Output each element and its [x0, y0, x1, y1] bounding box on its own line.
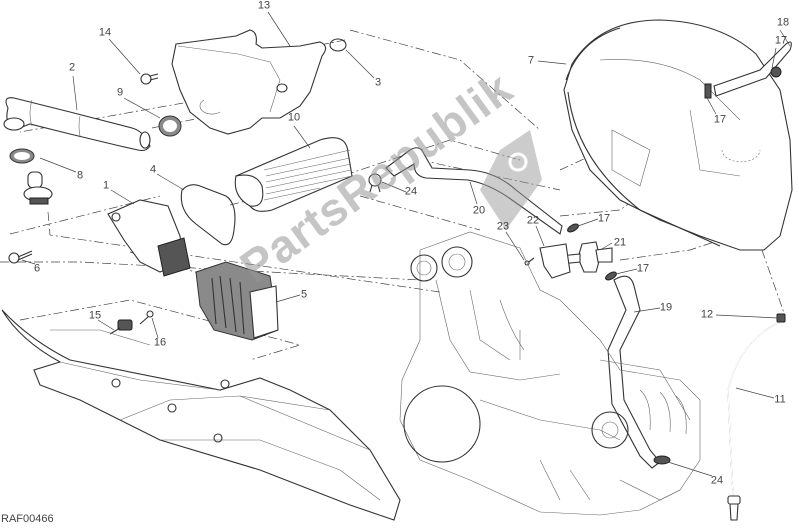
part-18-breather-tube	[713, 41, 792, 97]
callout-16: 16	[153, 336, 167, 349]
callout-18: 18	[776, 16, 790, 29]
part-22-bracket	[539, 243, 571, 279]
part-9-hose-clamp	[158, 115, 182, 137]
callout-12: 12	[700, 308, 714, 321]
callout-6: 6	[33, 262, 41, 275]
part-8-hose-clamp	[9, 148, 35, 164]
part-17-clamp	[704, 66, 782, 99]
part-11-drain-tube	[727, 321, 781, 521]
part-1-intake-manifold	[107, 199, 191, 277]
callout-24: 24	[710, 474, 724, 487]
callout-3: 3	[374, 76, 382, 89]
part-19-hose	[607, 275, 661, 469]
callout-24: 24	[404, 185, 418, 198]
callout-10: 10	[287, 111, 301, 124]
callout-15: 15	[88, 309, 102, 322]
callout-19: 19	[659, 301, 673, 314]
callout-4: 4	[149, 163, 157, 176]
callout-leader-lines	[21, 11, 791, 477]
watermark-gear-icon	[480, 130, 542, 230]
part-14-bolt	[140, 73, 159, 85]
part-3-o-ring	[329, 38, 347, 52]
callout-17: 17	[774, 34, 788, 47]
part-7-airbox	[563, 19, 793, 251]
part-20-hose	[385, 147, 563, 235]
side-air-intake-cover	[1, 309, 401, 521]
part-10-air-filter	[234, 137, 353, 212]
callout-11: 11	[774, 393, 786, 406]
part-4-gasket	[180, 184, 236, 246]
callout-14: 14	[98, 26, 112, 39]
drawing-code: RAF00466	[1, 513, 54, 525]
callout-7: 7	[527, 54, 535, 67]
callout-21: 21	[613, 236, 627, 249]
fitting-with-nut	[23, 171, 53, 205]
callout-8: 8	[76, 169, 84, 182]
callout-1: 1	[102, 179, 110, 192]
callout-9: 9	[116, 86, 124, 99]
callout-17: 17	[713, 113, 727, 126]
part-12-nut	[776, 313, 786, 323]
part-13-breather-tank	[171, 29, 327, 135]
engine-block	[399, 231, 701, 516]
part-17-clamps-valve	[567, 223, 617, 281]
callout-2: 2	[68, 61, 76, 74]
part-2-intake-duct	[3, 97, 151, 152]
part-24-clamp-upper	[368, 173, 382, 193]
callout-23: 23	[496, 220, 510, 233]
callout-17: 17	[597, 212, 611, 225]
callout-22: 22	[526, 214, 540, 227]
part-24-clamp-lower	[653, 455, 671, 465]
part-15-sensor	[109, 319, 133, 335]
callout-13: 13	[257, 0, 271, 12]
part-16-screw	[139, 310, 154, 325]
part-5-rubber-boot	[195, 261, 279, 341]
part-6-bolt	[8, 250, 33, 264]
callout-17: 17	[636, 262, 650, 275]
callout-20: 20	[472, 204, 486, 217]
callout-5: 5	[300, 288, 308, 301]
